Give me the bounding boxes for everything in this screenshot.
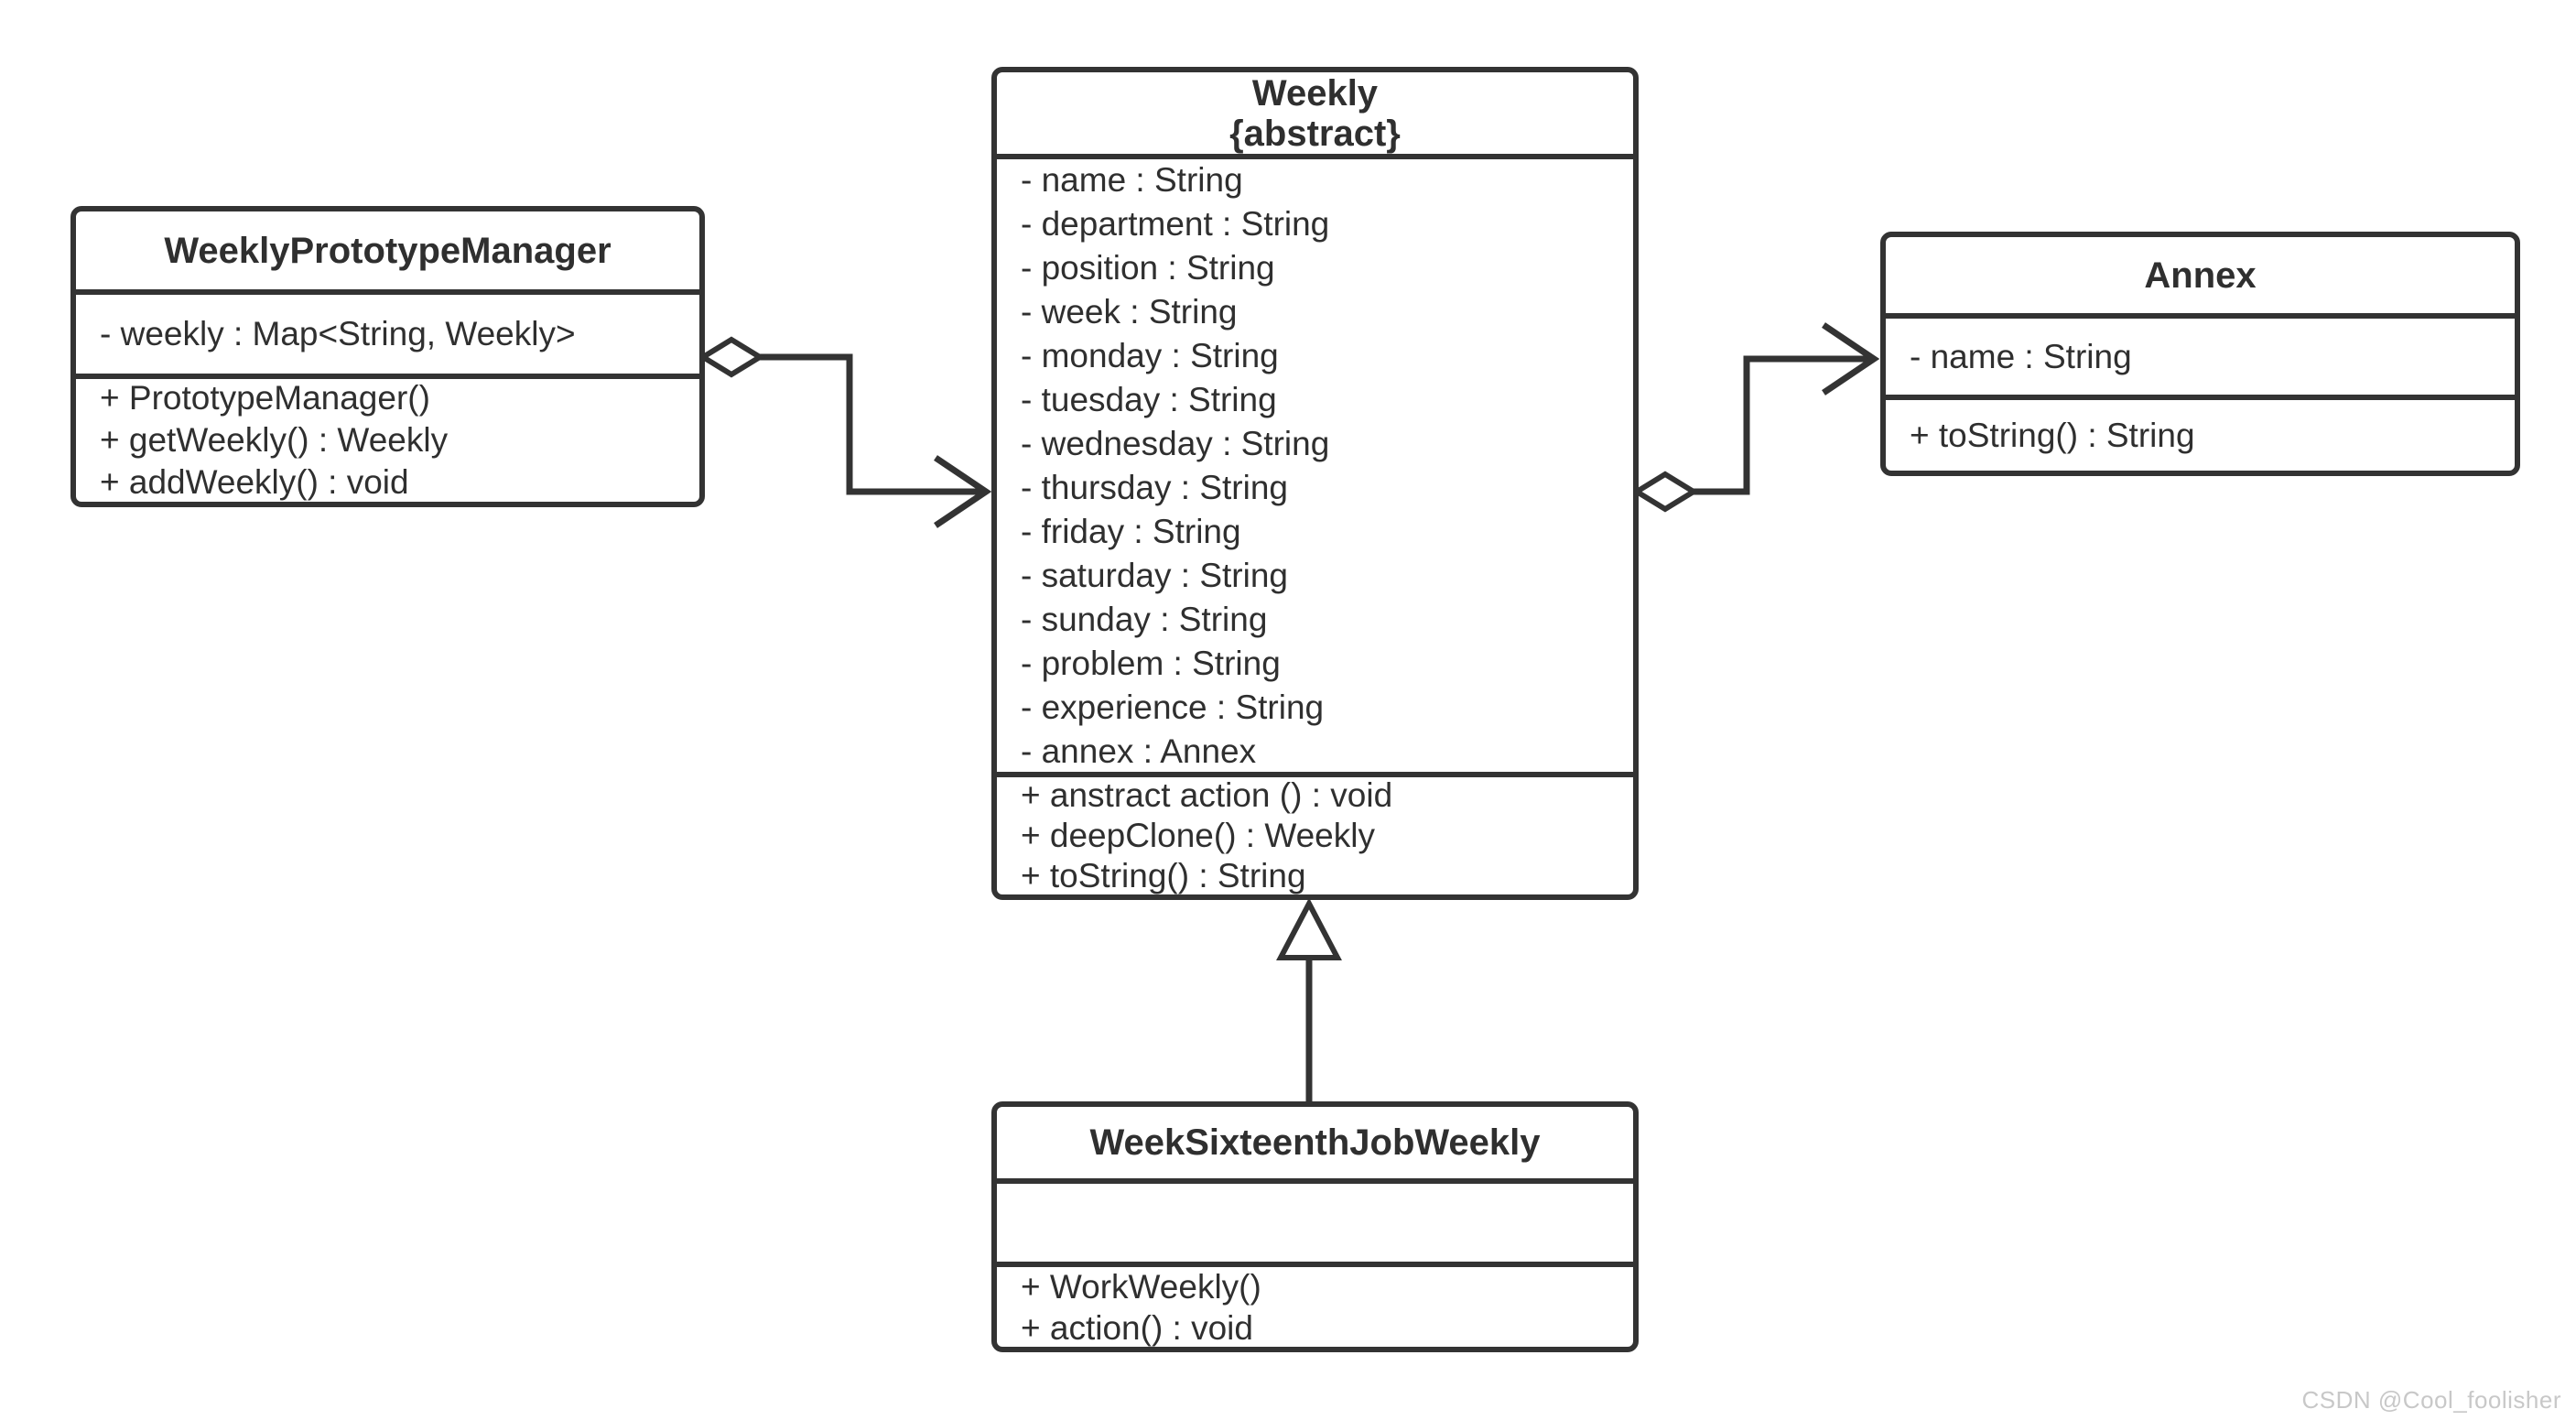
class-title: WeekSixteenthJobWeekly [997,1107,1633,1178]
class-title: WeeklyPrototypeManager [76,211,699,289]
class-week-sixteenth-job-weekly: WeekSixteenthJobWeekly + WorkWeekly() + … [991,1101,1639,1352]
attributes-section-empty [997,1178,1633,1262]
method-item: + action() : void [1021,1308,1253,1347]
attributes-section: - name : String [1886,313,2515,395]
attribute-item: - weekly : Map<String, Weekly> [100,315,576,352]
attribute-item: - monday : String [1021,336,1279,374]
class-name: Annex [2144,255,2257,296]
attribute-item: - position : String [1021,248,1275,287]
class-annex: Annex - name : String + toString() : Str… [1880,232,2520,476]
attributes-section: - name : String - department : String - … [997,154,1633,772]
class-title: Annex [1886,237,2515,313]
method-item: + addWeekly() : void [100,463,409,501]
class-stereotype: {abstract} [1229,113,1401,154]
methods-section: + WorkWeekly() + action() : void [997,1262,1633,1347]
class-weekly-abstract: Weekly {abstract} - name : String - depa… [991,67,1639,900]
methods-section: + toString() : String [1886,395,2515,471]
attribute-item: - wednesday : String [1021,424,1330,462]
attribute-item: - sunday : String [1021,600,1268,638]
open-arrowhead-icon [934,455,992,528]
attribute-item: - saturday : String [1021,556,1289,594]
watermark-text: CSDN @Cool_foolisher [2301,1386,2561,1414]
method-item: + WorkWeekly() [1021,1267,1261,1306]
attribute-item: - experience : String [1021,688,1325,726]
method-item: + PrototypeManager() [100,379,430,417]
aggregation-diamond-icon [698,336,765,378]
class-weekly-prototype-manager: WeeklyPrototypeManager - weekly : Map<St… [70,206,705,507]
method-item: + deepClone() : Weekly [1021,817,1375,854]
connector-line [1692,355,1869,495]
method-item: + toString() : String [1910,416,2195,454]
attributes-section: - weekly : Map<String, Weekly> [76,289,699,374]
attribute-item: - name : String [1021,160,1243,199]
methods-section: + anstract action () : void + deepClone(… [997,772,1633,894]
class-name: Weekly [1251,72,1379,114]
inheritance-triangle-icon [1276,897,1342,960]
aggregation-connector-weekly-to-annex [1631,322,1880,513]
attribute-item: - week : String [1021,292,1238,331]
open-arrowhead-icon [1822,322,1880,396]
methods-section: + PrototypeManager() + getWeekly() : Wee… [76,374,699,502]
attribute-item: - department : String [1021,204,1330,243]
attribute-item: - annex : Annex [1021,732,1257,770]
class-name: WeeklyPrototypeManager [164,230,612,271]
class-title: Weekly {abstract} [997,72,1633,154]
aggregation-diamond-icon [1631,471,1699,513]
attribute-item: - friday : String [1021,512,1241,550]
connector-line [758,353,981,495]
method-item: + toString() : String [1021,857,1306,894]
class-name: WeekSixteenthJobWeekly [1089,1122,1541,1163]
attribute-item: - problem : String [1021,644,1281,682]
method-item: + anstract action () : void [1021,776,1393,814]
method-item: + getWeekly() : Weekly [100,421,449,459]
attribute-item: - tuesday : String [1021,380,1277,418]
attribute-item: - thursday : String [1021,468,1289,506]
aggregation-connector-manager-to-weekly [698,336,992,528]
attribute-item: - name : String [1910,337,2132,375]
inheritance-connector-job-to-weekly [1276,897,1342,1104]
